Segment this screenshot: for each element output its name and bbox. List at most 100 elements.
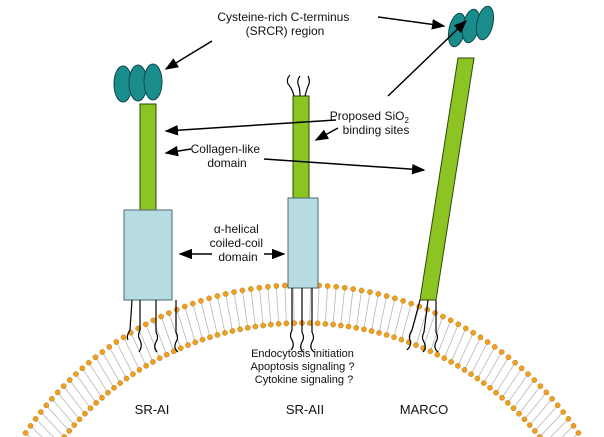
lipid-head (330, 321, 336, 328)
lipid-head (142, 321, 149, 328)
lipid-head (570, 423, 577, 429)
lipid-head (60, 383, 67, 389)
lipid-tail (192, 303, 203, 340)
lipid-head (353, 325, 360, 331)
lipid-head (123, 375, 130, 382)
lipid-head (392, 295, 398, 302)
lipid-head (268, 321, 274, 328)
lipid-tail (457, 332, 474, 366)
lipid-head (66, 377, 73, 383)
helix-label-line2: coiled-coil (210, 236, 263, 250)
signaling-label: Endocytosis initiation Apoptosis signali… (250, 348, 357, 386)
lipid-tail (95, 357, 115, 389)
lipid-head (275, 321, 282, 327)
lipid-tail (242, 290, 249, 328)
lipid-head (341, 284, 348, 291)
arrow-sio2-to-sr-aii (314, 127, 339, 141)
lipid-head (99, 394, 105, 401)
helix-label: α-helical coiled-coil domain (210, 222, 267, 264)
lipid-head (549, 395, 555, 402)
lipid-head (516, 410, 522, 417)
lipid-head (43, 402, 50, 409)
lipid-head (283, 320, 290, 327)
lipid-head (111, 385, 117, 391)
lipid-head (32, 416, 39, 422)
lipid-tail (40, 411, 65, 437)
sr-ai-helical-domain (123, 209, 173, 301)
sio2-label: Proposed SiO2 binding sites (330, 109, 413, 137)
lipid-tail (470, 341, 489, 375)
lipid-head (170, 348, 177, 355)
lipid-head (367, 289, 373, 295)
lipid-tail (200, 300, 211, 338)
lipid-head (441, 355, 448, 362)
lipid-head (518, 365, 525, 372)
lipid-tail (115, 341, 134, 375)
lipid-head (461, 367, 468, 373)
lipid-tail (363, 292, 371, 330)
sr-aii-short-terminus (286, 74, 310, 97)
lipid-tail (267, 286, 272, 325)
lipid-tail (550, 418, 569, 437)
lipid-tail (258, 287, 264, 326)
lipid-head (113, 339, 120, 345)
lipid-head (222, 291, 229, 297)
lipid-head (185, 342, 191, 348)
lipid-head (92, 354, 99, 361)
lipid-head (383, 293, 390, 299)
lipid-head (222, 330, 228, 336)
lipid-tail (393, 300, 404, 338)
lipid-head (248, 286, 254, 292)
sr-ai-collagen-domain (139, 103, 157, 213)
lipid-head (252, 323, 259, 330)
lipid-tail (51, 398, 75, 426)
lipid-head (214, 293, 221, 299)
arrow-srcr-to-marco (377, 16, 446, 30)
marco-srcr-domain (447, 5, 495, 48)
lipid-tail (324, 285, 329, 324)
sr-aii-transmembrane-tails (289, 288, 315, 353)
lipid-head (166, 310, 172, 316)
lipid-head (265, 283, 271, 290)
lipid-head (345, 323, 352, 330)
lipid-tail (309, 285, 311, 324)
lipid-tail (443, 324, 459, 359)
lipid-head (86, 359, 92, 366)
lipid-tails (25, 285, 579, 437)
lipid-head (455, 363, 461, 369)
lipid-head (575, 430, 582, 436)
lipid-head (493, 389, 499, 396)
lipid-tail (145, 324, 161, 359)
lipid-head (400, 298, 406, 304)
srcr-label-line1: Cysteine-rich C-terminus (217, 10, 349, 24)
collagen-label-line2: domain (207, 156, 246, 170)
lipid-head (27, 423, 34, 429)
lipid-tail (101, 351, 121, 384)
lipid-head (117, 380, 124, 386)
marco-receptor (406, 5, 495, 353)
lipid-head (491, 344, 498, 350)
lipid-head (99, 349, 106, 355)
sio2-label-line2: binding sites (343, 123, 410, 137)
lipid-head (324, 283, 331, 289)
marco-transmembrane-tails (406, 299, 439, 353)
lipid-tail (483, 351, 503, 384)
sr-aii-receptor (286, 74, 319, 353)
lipid-head (358, 287, 365, 294)
sr-ai-receptor (113, 63, 179, 353)
membrane-outer-leaflet (22, 282, 582, 436)
lipid-head (498, 349, 505, 355)
sio2-label-line1: Proposed SiO (330, 109, 405, 123)
lipid-head (105, 389, 111, 396)
lipid-tail (513, 379, 535, 409)
signaling-label-line1: Endocytosis initiation (251, 348, 354, 360)
lipid-tail (529, 398, 553, 426)
lipid-head (143, 363, 149, 369)
lipid-head (427, 348, 434, 355)
signaling-label-line2: Apoptosis signaling ? (250, 361, 354, 373)
lipid-tail (450, 328, 467, 363)
lipid-tail (30, 425, 43, 437)
lipid-head (189, 300, 196, 307)
lipid-tail (507, 373, 529, 404)
sr-aii-helical-domain (287, 197, 319, 289)
